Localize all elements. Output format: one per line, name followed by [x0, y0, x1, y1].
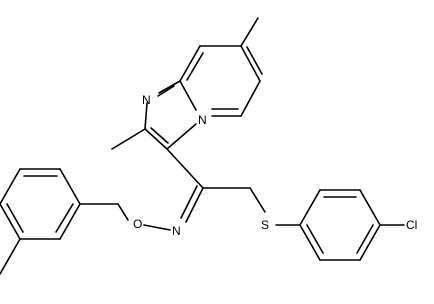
atom-label-cl: Cl	[406, 218, 417, 232]
bond	[299, 189, 321, 226]
bond	[144, 102, 148, 130]
bond	[0, 203, 21, 240]
bond	[240, 45, 261, 82]
bond	[59, 203, 81, 240]
bond	[59, 168, 81, 205]
bond	[144, 128, 168, 150]
bond	[299, 224, 321, 261]
methyl-bond-bottom	[0, 238, 21, 275]
double-bond-inner	[150, 127, 169, 144]
bond	[359, 189, 381, 226]
bond	[158, 80, 181, 94]
double-bond-inner	[55, 203, 74, 233]
oxime-double-bond-inner	[180, 185, 198, 219]
atom-label-n-bridgehead: N	[198, 113, 207, 127]
atom-label-o-oxime: O	[133, 217, 142, 231]
bond	[166, 123, 197, 150]
double-bond-inner	[6, 203, 24, 233]
bond	[0, 168, 21, 205]
pyridine-ring	[179, 45, 263, 117]
imidazole-ring	[144, 80, 197, 150]
double-bond-inner	[186, 52, 204, 81]
methylbenzene-ring	[0, 168, 81, 240]
bond	[179, 80, 197, 111]
bond	[249, 187, 266, 213]
double-bond-inner	[157, 85, 175, 97]
atom-label-n-imidazole: N	[142, 93, 151, 107]
bond	[166, 148, 204, 189]
methyl-bond-left	[111, 128, 146, 150]
atom-label-s: S	[261, 218, 269, 232]
bond	[179, 45, 201, 82]
double-bond-inner	[306, 224, 324, 254]
bond	[143, 224, 171, 231]
bond	[240, 80, 261, 117]
double-bond-inner	[356, 224, 374, 254]
chlorophenyl-ring	[299, 189, 381, 261]
oxime-double-bond	[185, 187, 204, 223]
methyl-bond-top	[240, 17, 259, 47]
double-bond-inner	[246, 46, 263, 75]
atom-label-n-oxime: N	[172, 224, 181, 238]
bond	[117, 203, 129, 221]
bond	[359, 224, 381, 261]
